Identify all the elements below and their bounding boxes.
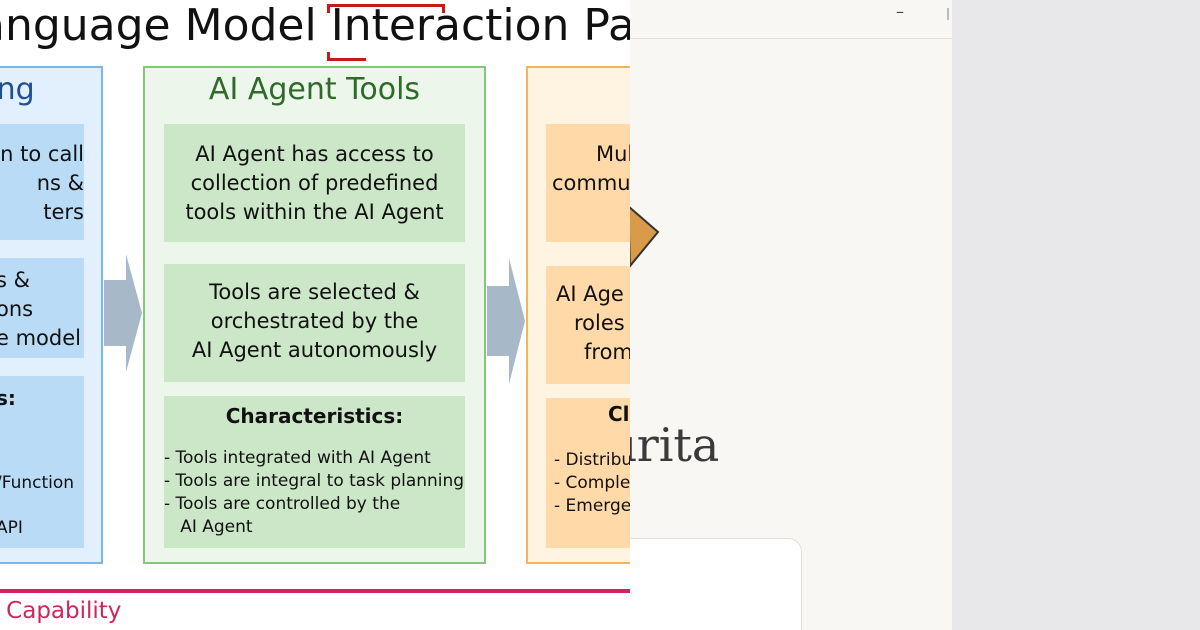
blue-box-1: n to call ns & ters — [0, 124, 84, 240]
arrow-right-icon — [487, 258, 525, 384]
orange-box-2-line: roles — [574, 311, 625, 335]
footer-label: y & Capability — [0, 598, 122, 624]
orange-box-2-line: AI Age — [556, 282, 624, 306]
orange-characteristic-item: - Comple — [554, 473, 630, 493]
blue-characteristic-item: /Function — [0, 473, 75, 493]
app-window-panel: – ırita — [630, 0, 952, 630]
blue-box-2: s & ons e model — [0, 258, 84, 358]
orange-box-1-line: Mul — [596, 142, 630, 166]
orange-box-2: AI Age roles from — [546, 266, 630, 384]
orange-characteristic-item: - Distribu — [554, 450, 630, 470]
blue-characteristics-title: s: — [0, 386, 16, 410]
blue-box-1-line: ns & — [36, 171, 84, 195]
highlight-bracket-bottom — [327, 52, 366, 61]
blue-characteristic-item: API — [0, 518, 23, 538]
window-control-divider — [947, 8, 949, 20]
green-box-2-line: Tools are selected & — [209, 280, 420, 304]
green-characteristics-box: Characteristics: - Tools integrated with… — [164, 396, 465, 548]
green-characteristic-item: - Tools integrated with AI Agent — [164, 448, 431, 468]
green-box-1: AI Agent has access to collection of pre… — [164, 124, 465, 242]
highlight-bracket-top — [327, 4, 445, 13]
orange-box-2-line: from — [584, 340, 630, 364]
green-characteristics-title: Characteristics: — [225, 404, 404, 428]
green-box-1-line: tools within the AI Agent — [185, 200, 444, 224]
ai-agent-tools-heading: AI Agent Tools — [208, 72, 421, 107]
diagram-title: anguage Model Interaction Pa — [0, 0, 630, 51]
orange-box-1: Mul commur — [546, 124, 630, 242]
function-calling-heading: ling — [0, 72, 35, 107]
green-box-1-line: AI Agent has access to — [195, 142, 434, 166]
content-card — [630, 538, 802, 630]
blue-box-2-line: e model — [0, 326, 81, 350]
green-box-2: Tools are selected & orchestrated by the… — [164, 264, 465, 382]
green-box-2-line: AI Agent autonomously — [191, 338, 438, 362]
blue-box-1-line: n to call — [0, 142, 84, 166]
decorative-shape-icon — [630, 206, 660, 268]
blue-characteristics-box: s: /Function API — [0, 376, 84, 548]
arrow-right-icon — [104, 254, 142, 372]
diagram-panel: anguage Model Interaction Pa ling n to c… — [0, 0, 630, 630]
green-characteristic-item: - Tools are integral to task planning — [164, 471, 465, 491]
orange-characteristics-box: Cl - Distribu - Comple - Emerge — [546, 398, 630, 548]
titlebar-divider — [630, 38, 952, 39]
brand-logo-text: ırita — [630, 418, 720, 472]
blue-box-2-line: ons — [0, 297, 34, 321]
orange-box-1-line: commur — [552, 171, 630, 195]
green-characteristic-item: - Tools are controlled by the — [164, 494, 401, 514]
green-characteristic-item: AI Agent — [164, 517, 253, 537]
green-box-2-line: orchestrated by the — [210, 309, 419, 333]
green-box-1-line: collection of predefined — [190, 171, 439, 195]
orange-characteristics-title: Cl — [608, 402, 630, 426]
footer-divider — [0, 589, 630, 593]
blue-box-2-line: s & — [0, 268, 30, 292]
empty-panel — [952, 0, 1200, 630]
blue-box-1-line: ters — [43, 200, 84, 224]
minimize-button[interactable]: – — [896, 2, 904, 21]
orange-characteristic-item: - Emerge — [554, 496, 630, 516]
